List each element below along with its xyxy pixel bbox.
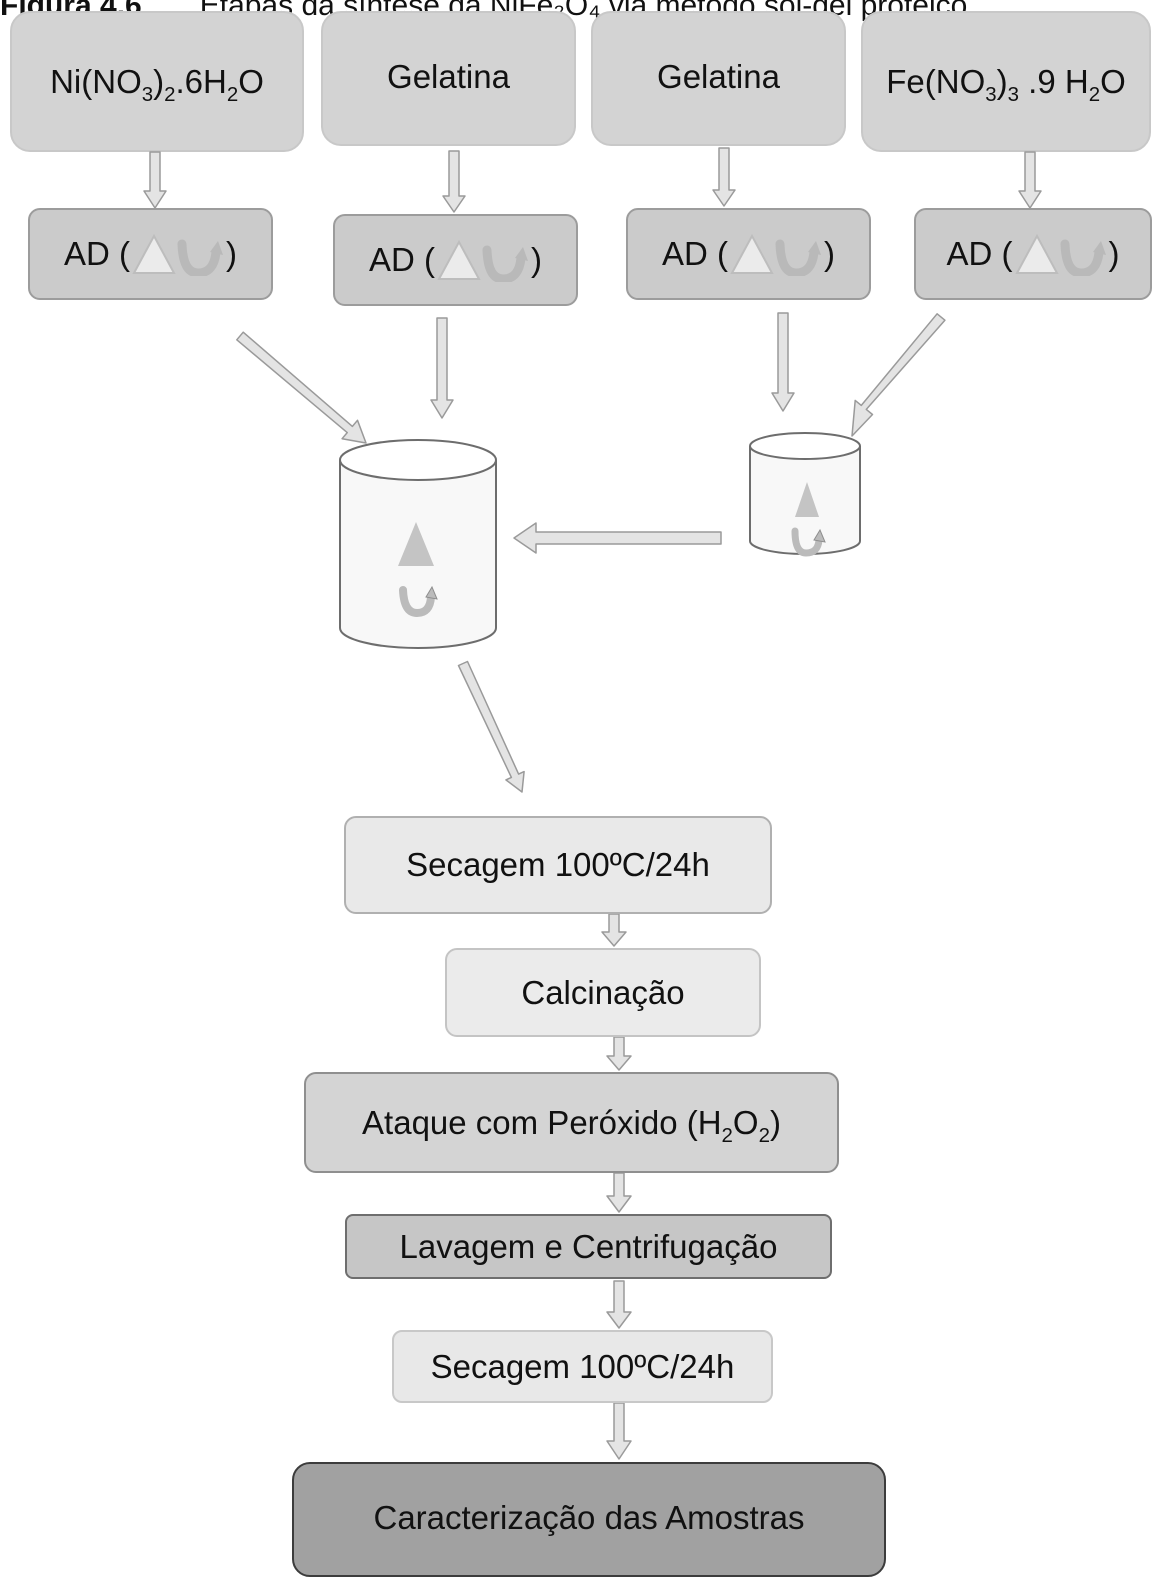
step-calcination: Calcinação — [445, 948, 761, 1037]
iron-nitrate-label: Fe(NO3)3 .9 H2O — [886, 62, 1126, 106]
arrow-down-icon — [771, 312, 795, 412]
arrow-down-icon — [606, 1172, 632, 1213]
gelatina-2-label: Gelatina — [657, 57, 780, 95]
stir-arrow-icon — [791, 527, 823, 557]
arrow-down-icon — [1018, 151, 1042, 209]
arrow-down-icon — [606, 1280, 632, 1329]
step-characterization: Caracterização das Amostras — [292, 1462, 886, 1577]
arrow-down-icon — [430, 317, 454, 419]
step-peroxide-attack-label: Ataque com Peróxido (H2O2) — [362, 1103, 781, 1147]
step-calcination-label: Calcinação — [521, 973, 685, 1011]
step-drying-1-label: Secagem 100ºC/24h — [406, 846, 710, 883]
step-peroxide-attack: Ataque com Peróxido (H2O2) — [304, 1072, 839, 1173]
ad-box-2: AD ( ) — [333, 214, 578, 306]
ad-box-1: AD ( ) — [28, 208, 273, 300]
arrow-diagonal-icon — [236, 331, 367, 444]
heat-stir-symbol — [132, 233, 223, 276]
nickel-nitrate-label: Ni(NO3)2.6H2O — [50, 62, 264, 106]
heat-triangle-icon — [398, 522, 434, 566]
heat-stir-symbol — [1014, 233, 1106, 276]
heat-stir-symbol — [730, 233, 821, 276]
stir-arrow-icon — [399, 586, 435, 618]
arrow-down-icon — [601, 913, 627, 947]
source-box-iron-nitrate: Fe(NO3)3 .9 H2O — [861, 11, 1151, 152]
arrow-diagonal-icon — [851, 313, 946, 437]
step-washing-label: Lavagem e Centrifugação — [399, 1227, 778, 1265]
arrow-down-icon — [606, 1036, 632, 1071]
arrow-down-icon — [442, 150, 466, 213]
source-box-gelatina-2: Gelatina — [591, 11, 846, 146]
heat-triangle-icon — [795, 482, 819, 517]
gelatina-1-label: Gelatina — [387, 57, 510, 95]
step-drying-2: Secagem 100ºC/24h — [392, 1330, 773, 1403]
heat-stir-symbol — [437, 239, 528, 282]
arrow-down-icon — [606, 1402, 632, 1460]
step-washing-centrifugation: Lavagem e Centrifugação — [345, 1214, 832, 1279]
step-drying-1: Secagem 100ºC/24h — [344, 816, 772, 914]
ad-box-3: AD ( ) — [626, 208, 871, 300]
arrow-left-icon — [513, 522, 722, 554]
ad-box-4: AD ( ) — [914, 208, 1152, 300]
beaker-small-icon — [749, 432, 861, 557]
source-box-nickel-nitrate: Ni(NO3)2.6H2O — [10, 11, 304, 152]
step-drying-2-label: Secagem 100ºC/24h — [430, 1347, 735, 1385]
arrow-diagonal-icon — [457, 660, 525, 793]
arrow-down-icon — [712, 147, 736, 207]
source-box-gelatina-1: Gelatina — [321, 11, 576, 146]
arrow-down-icon — [143, 151, 167, 209]
beaker-large-icon — [339, 439, 497, 649]
step-characterization-label: Caracterização das Amostras — [373, 1498, 805, 1536]
